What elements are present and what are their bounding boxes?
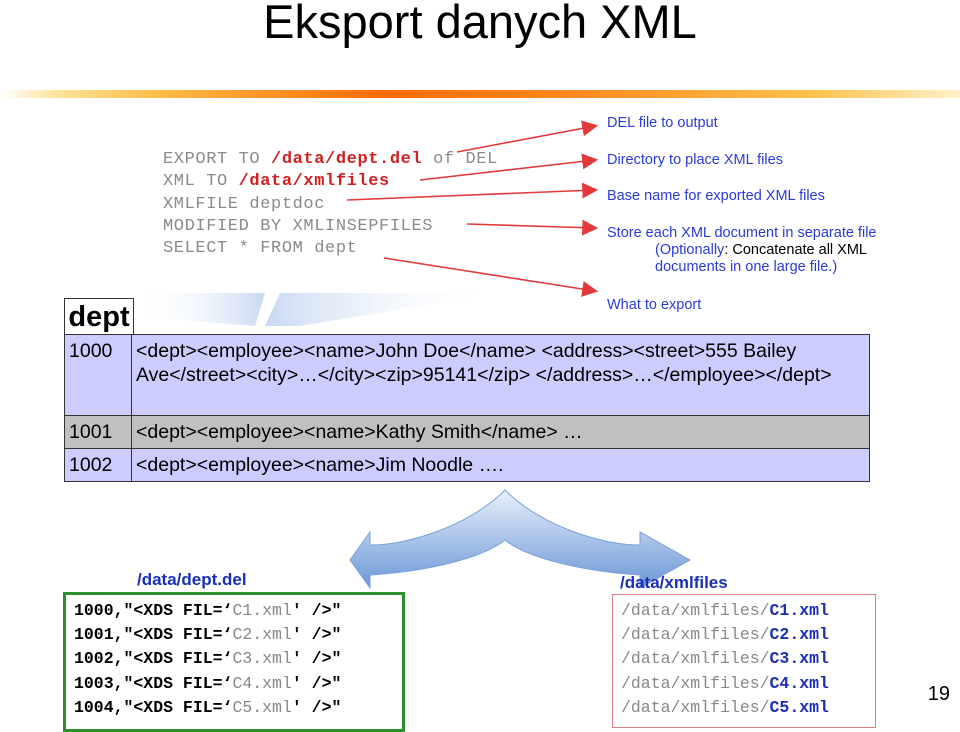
note-optionally: (Optionally: Concatenate all XML (655, 242, 867, 258)
dept-table-title: dept (64, 298, 134, 335)
dept-xml: <dept><employee><name>Kathy Smith</name>… (131, 415, 870, 449)
note-del-output: DEL file to output (607, 115, 718, 131)
note-directory: Directory to place XML files (607, 152, 783, 168)
del-path: /data/dept.del (271, 150, 423, 169)
dept-id: 1001 (64, 415, 132, 449)
fan-right (265, 293, 500, 326)
xml-path: /data/xmlfiles (238, 172, 390, 192)
table-row: 1000 <dept><employee><name>John Doe</nam… (64, 334, 870, 416)
title-underline (0, 90, 960, 98)
dept-xml: <dept><employee><name>Jim Noodle …. (131, 448, 870, 482)
arrow-store-each (466, 219, 599, 236)
xml-files-list: /data/xmlfiles/C1.xml /data/xmlfiles/C2.… (612, 594, 876, 728)
slide-title: Eksport danych XML (263, 0, 697, 48)
dept-table: 1000 <dept><employee><name>John Doe</nam… (64, 334, 870, 482)
export-command: EXPORT TO /data/dept.del of DEL XML TO /… (163, 150, 498, 259)
arrow-base-name (346, 182, 599, 201)
table-row: 1001 <dept><employee><name>Kathy Smith</… (64, 415, 870, 449)
dept-id: 1002 (64, 448, 132, 482)
del-file-contents: 1000,"<XDS FIL=‘C1.xml' />" 1001,"<XDS F… (63, 592, 405, 732)
xml-dir-label: /data/xmlfiles (620, 573, 728, 592)
table-row: 1002 <dept><employee><name>Jim Noodle …. (64, 448, 870, 482)
note-base-name: Base name for exported XML files (607, 188, 825, 204)
arrow-what-export (383, 257, 599, 297)
dept-xml: <dept><employee><name>John Doe</name> <a… (131, 334, 870, 416)
note-optionally-cont: documents in one large file.) (655, 259, 838, 275)
note-what-export: What to export (607, 297, 702, 313)
del-file-label: /data/dept.del (137, 570, 247, 589)
fan-left (135, 293, 265, 326)
arrow-del-output (456, 120, 599, 153)
arrow-directory (419, 153, 599, 181)
note-store-each: Store each XML document in separate file (607, 225, 877, 241)
dept-id: 1000 (64, 334, 132, 416)
split-arrow (349, 489, 692, 590)
page-number: 19 (927, 683, 950, 705)
